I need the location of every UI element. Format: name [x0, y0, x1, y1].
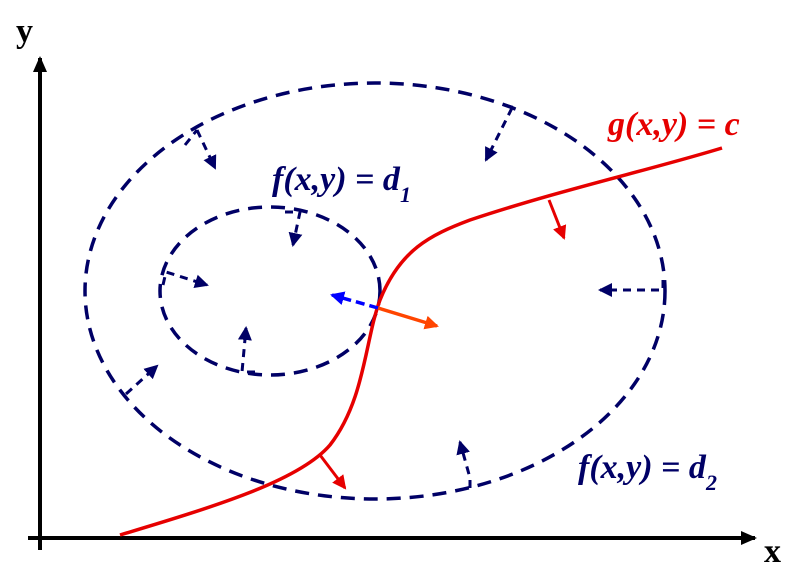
- inner-contour-label: f(x,y) = d1: [272, 161, 411, 207]
- inner-contour: [158, 205, 382, 377]
- constraint-label: g(x,y) = c: [607, 106, 740, 143]
- outer-contour: [83, 81, 667, 501]
- grad-g-arrow: [377, 306, 439, 330]
- contour-gradient-arrows: [118, 103, 665, 488]
- constraint-normal-arrow: [547, 199, 567, 240]
- constraint-normal-arrow: [318, 454, 347, 490]
- x-axis-label: x: [764, 533, 781, 570]
- outer-contour-label: f(x,y) = d2: [578, 449, 717, 495]
- grad-f-arrow: [330, 291, 379, 310]
- constraint-curve: [119, 146, 723, 537]
- y-axis-label: y: [16, 13, 33, 50]
